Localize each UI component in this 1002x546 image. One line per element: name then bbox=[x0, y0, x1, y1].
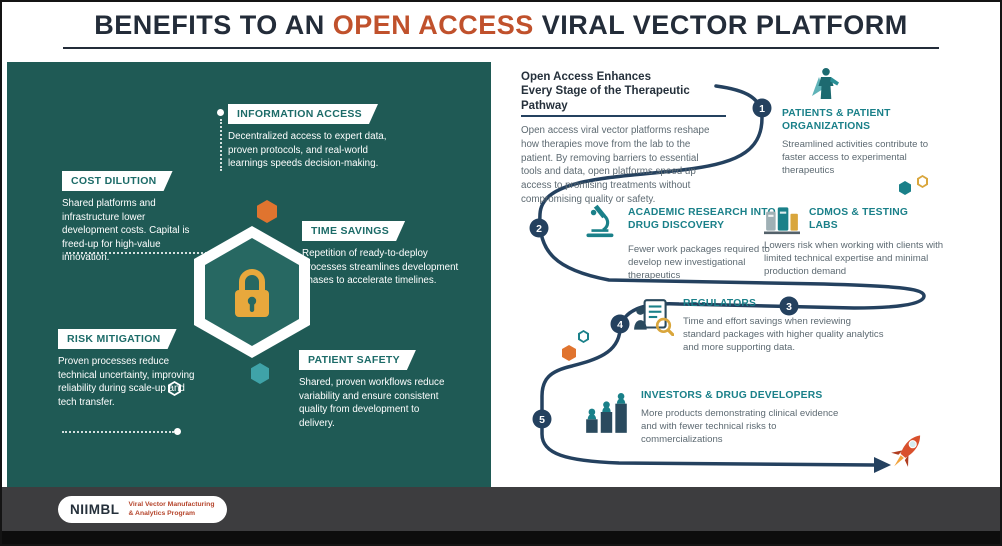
stage-number: 1 bbox=[759, 103, 765, 115]
stage-marker bbox=[752, 98, 772, 118]
stage-cdmos: CDMOS & TESTING LABS Lowers risk when wo… bbox=[764, 203, 956, 279]
connector-dot bbox=[214, 249, 221, 256]
hexagon-decor-teal bbox=[899, 181, 911, 195]
intro-paragraph: Open access viral vector platforms resha… bbox=[521, 125, 710, 205]
program-name: Viral Vector Manufacturing & Analytics P… bbox=[129, 501, 215, 518]
connector-dotted-line bbox=[66, 252, 214, 254]
rocket-icon bbox=[884, 428, 930, 474]
stage-academic-research: ACADEMIC RESEARCH INTO DRUG DISCOVERY Fe… bbox=[583, 203, 788, 283]
benefit-description: Proven processes reduce technical uncert… bbox=[58, 356, 195, 408]
stage-description: Lowers risk when working with clients wi… bbox=[764, 240, 944, 278]
stage-regulators: REGULATORS Time and effort savings when … bbox=[632, 298, 894, 355]
hexagon-decor-outline bbox=[578, 330, 589, 343]
stage-title: ACADEMIC RESEARCH INTO DRUG DISCOVERY bbox=[628, 207, 776, 231]
stage-title: PATIENTS & PATIENT ORGANIZATIONS bbox=[782, 108, 891, 132]
connector-dotted-line bbox=[62, 431, 174, 433]
lab-equipment-icon bbox=[764, 203, 800, 235]
hexagon-decor-orange bbox=[257, 200, 277, 223]
hexagon-decor-outline bbox=[168, 381, 181, 396]
stage-title: INVESTORS & DRUG DEVELOPERS bbox=[641, 390, 823, 401]
stage-marker bbox=[610, 314, 630, 334]
benefit-cost-dilution: COST DILUTION Shared platforms and infra… bbox=[62, 171, 202, 265]
benefit-risk-mitigation: RISK MITIGATION Proven processes reduce … bbox=[58, 329, 204, 409]
title-suffix: VIRAL VECTOR PLATFORM bbox=[533, 10, 908, 40]
header: BENEFITS TO AN OPEN ACCESS VIRAL VECTOR … bbox=[0, 0, 1002, 60]
microscope-icon bbox=[583, 203, 619, 239]
title-prefix: BENEFITS TO AN bbox=[94, 10, 333, 40]
benefit-banner: INFORMATION ACCESS bbox=[228, 104, 378, 124]
stage-number: 4 bbox=[617, 319, 623, 331]
page-title: BENEFITS TO AN OPEN ACCESS VIRAL VECTOR … bbox=[0, 10, 1002, 41]
program-name-line1: Viral Vector Manufacturing bbox=[128, 501, 215, 509]
stage-marker bbox=[529, 218, 549, 238]
pathway-curve bbox=[538, 84, 926, 467]
stage-number: 2 bbox=[536, 223, 542, 235]
title-highlight: OPEN ACCESS bbox=[332, 10, 534, 40]
pathway-intro: Open Access Enhances Every Stage of the … bbox=[521, 70, 726, 206]
stage-investors: INVESTORS & DRUG DEVELOPERS More product… bbox=[582, 390, 864, 447]
benefit-time-savings: TIME SAVINGS Repetition of ready-to-depl… bbox=[302, 221, 460, 288]
benefit-information-access: INFORMATION ACCESS Decentralized access … bbox=[228, 104, 396, 171]
therapeutic-pathway-line: 1 2 3 4 5 bbox=[529, 84, 926, 473]
intro-heading-line1: Open Access Enhances bbox=[521, 71, 651, 83]
reviewer-document-icon bbox=[632, 298, 675, 337]
superhero-icon bbox=[810, 66, 842, 100]
stage-marker bbox=[779, 296, 799, 316]
hexagon-decor-teal bbox=[251, 363, 269, 384]
stage-description: Fewer work packages required to develop … bbox=[628, 244, 770, 282]
benefit-patient-safety: PATIENT SAFETY Shared, proven workflows … bbox=[299, 350, 457, 430]
niimbl-logo-text: NIIMBL bbox=[70, 502, 120, 517]
stage-title: REGULATORS bbox=[683, 298, 757, 309]
stage-description: Streamlined activities contribute to fas… bbox=[782, 138, 929, 177]
niimbl-logo: NIIMBL Viral Vector Manufacturing & Anal… bbox=[58, 496, 227, 523]
intro-heading-line2: Every Stage of the Therapeutic Pathway bbox=[521, 84, 726, 118]
benefit-description: Shared platforms and infrastructure lowe… bbox=[62, 198, 190, 264]
hexagon-decor-orange bbox=[562, 345, 576, 361]
bottom-strip bbox=[0, 531, 1002, 546]
stage-number: 5 bbox=[539, 414, 545, 426]
stage-description: More products demonstrating clinical evi… bbox=[641, 407, 839, 446]
stage-marker bbox=[532, 409, 552, 429]
stage-patients: PATIENTS & PATIENT ORGANIZATIONS Streaml… bbox=[782, 66, 954, 177]
connector-dotted-line bbox=[220, 119, 222, 171]
investors-growth-icon bbox=[582, 390, 632, 434]
benefit-description: Decentralized access to expert data, pro… bbox=[228, 131, 387, 170]
program-name-line2: & Analytics Program bbox=[128, 509, 196, 517]
pathway-arrowhead-icon bbox=[874, 457, 891, 473]
stage-number: 3 bbox=[786, 301, 792, 313]
benefit-description: Shared, proven workflows reduce variabil… bbox=[299, 377, 445, 429]
padlock-icon bbox=[229, 264, 275, 322]
connector-dot bbox=[217, 109, 224, 116]
benefit-description: Repetition of ready-to-deploy processes … bbox=[302, 248, 459, 287]
stage-description: Time and effort savings when reviewing s… bbox=[683, 315, 884, 354]
benefit-banner: COST DILUTION bbox=[62, 171, 173, 191]
connector-dot bbox=[174, 428, 181, 435]
benefit-banner: TIME SAVINGS bbox=[302, 221, 405, 241]
hexagon-emblem bbox=[194, 226, 310, 358]
title-underline bbox=[63, 47, 939, 49]
hexagon-decor-outline bbox=[917, 175, 928, 188]
benefit-banner: PATIENT SAFETY bbox=[299, 350, 416, 370]
benefit-banner: RISK MITIGATION bbox=[58, 329, 177, 349]
stage-title: CDMOS & TESTING LABS bbox=[809, 207, 909, 231]
footer: NIIMBL Viral Vector Manufacturing & Anal… bbox=[0, 487, 1002, 531]
